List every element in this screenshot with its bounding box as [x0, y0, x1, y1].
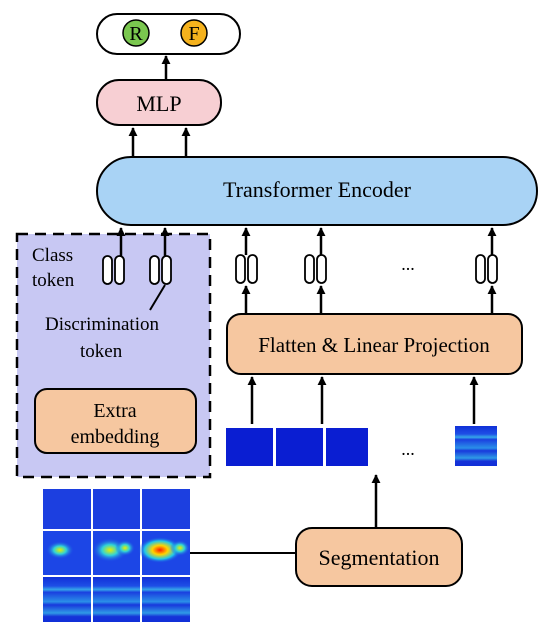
patch-2 [276, 428, 323, 466]
token-ellipsis: ... [401, 254, 415, 274]
extra-embedding-label-line1: Extra [93, 400, 136, 422]
transformer-encoder-label: Transformer Encoder [223, 177, 412, 202]
patch-token-icon-2 [304, 254, 327, 284]
mlp-box [96, 79, 222, 126]
patch-ellipsis: ... [401, 439, 415, 459]
segmented-image-grid [43, 489, 190, 622]
discrimination-label-line2: token [80, 341, 123, 362]
transformer-encoder-box [96, 156, 538, 226]
patch-1 [226, 428, 273, 466]
patch-n [455, 426, 497, 466]
output-box [96, 13, 241, 55]
class-token-label-line2: token [32, 270, 75, 291]
segmentation-box [295, 527, 463, 587]
patch-token-icon-n [475, 254, 498, 284]
output-r-label: R [129, 23, 143, 45]
discrimination-label-line1: Discrimination [45, 314, 159, 335]
projection-label: Flatten & Linear Projection [258, 333, 490, 357]
extra-embedding-label-line2: embedding [71, 426, 160, 448]
output-f-circle [180, 19, 208, 47]
segmentation-label: Segmentation [319, 545, 440, 570]
class-token-label-line1: Class [32, 245, 73, 266]
patch-token-icon-1 [235, 254, 258, 284]
output-r-circle [122, 19, 150, 47]
projection-box [226, 313, 523, 375]
mlp-label: MLP [136, 91, 181, 116]
extra-embedding-box [34, 388, 197, 454]
class-token-icon [102, 255, 125, 285]
discrimination-token-pointer [149, 284, 166, 311]
patch-3 [326, 428, 368, 466]
discrimination-token-icon [149, 255, 172, 285]
output-f-label: F [188, 23, 199, 45]
